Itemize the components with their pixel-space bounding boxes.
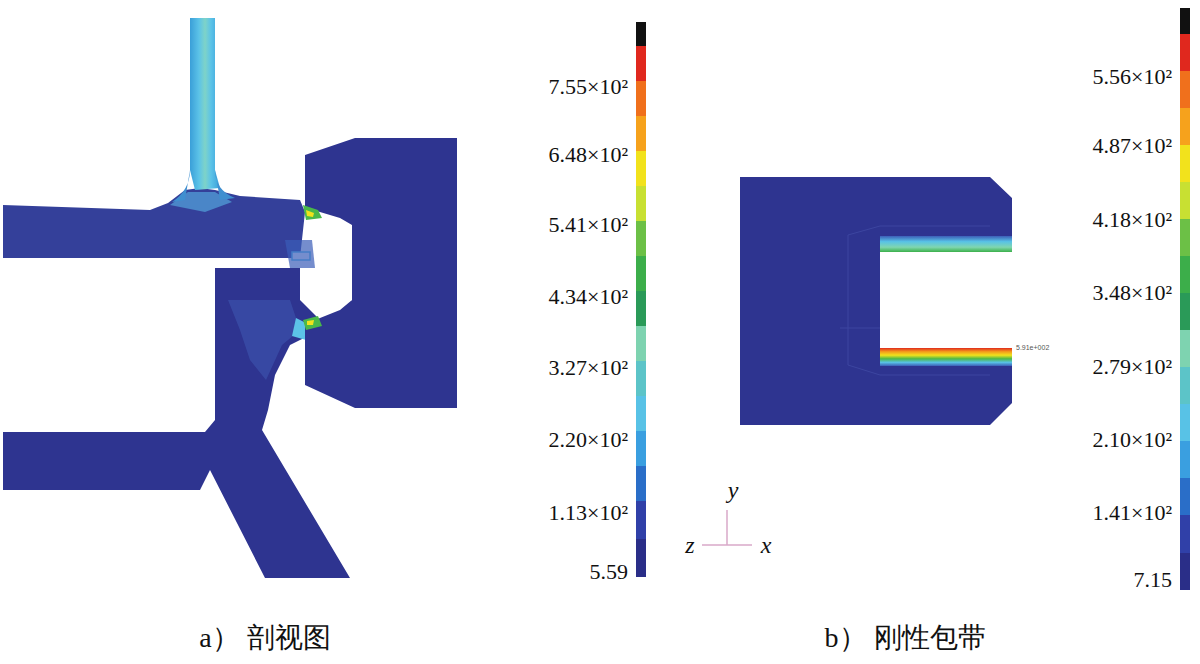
colorbar-b [1180,8,1190,590]
scale-value: 1.13×10² [548,502,628,524]
scale-value: 5.56×10² [1092,66,1172,88]
scale-value: 5.41×10² [548,214,628,236]
scale-value: 2.10×10² [1092,429,1172,451]
scale-value: 2.79×10² [1092,356,1172,378]
scale-value: 4.87×10² [1092,135,1172,157]
axis-label: x [761,533,772,557]
scale-value: 1.41×10² [1092,502,1172,524]
rigid-band-view [740,177,1012,425]
scale-value: 6.48×10² [548,144,628,166]
axis-label: z [685,533,694,557]
scale-value: 4.18×10² [1092,209,1172,231]
panel-caption: a） 剖视图 [199,624,330,652]
scale-value: 3.27×10² [548,357,628,379]
scale-value: 7.55×10² [548,76,628,98]
axis-label: y [728,478,739,502]
scale-value: 2.20×10² [548,429,628,451]
probe-value: 5.91e+002 [1016,344,1049,351]
scale-value: 4.34×10² [548,286,628,308]
colorbar-a [636,22,646,577]
scale-value: 7.15 [1134,569,1173,591]
panel-caption: b） 刚性包带 [825,624,986,652]
scale-value: 5.59 [590,561,629,583]
axis-triad [702,510,752,545]
section-view [3,18,457,578]
scale-value: 3.48×10² [1092,282,1172,304]
